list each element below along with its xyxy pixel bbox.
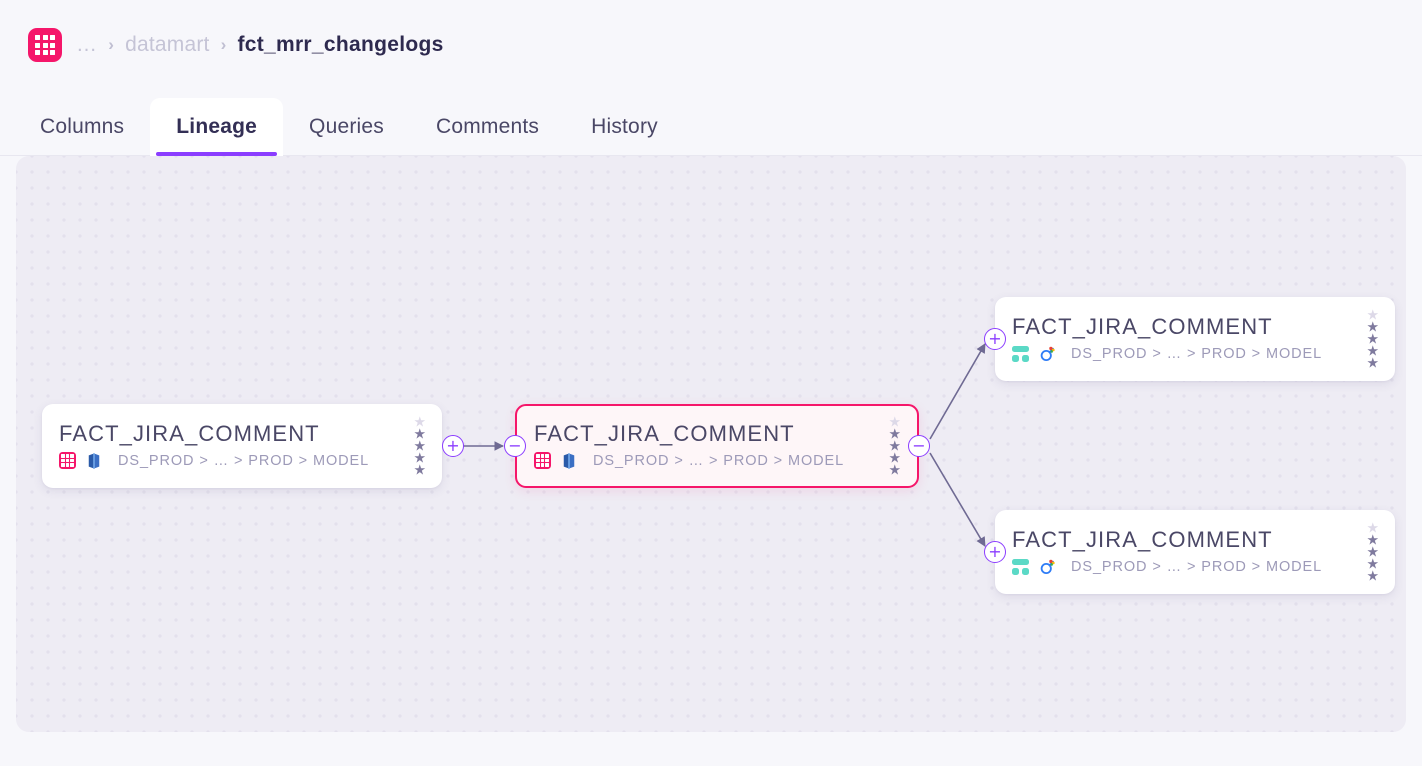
- lineage-node-downstream-1[interactable]: FACT_JIRA_COMMENT DS_PROD > … > PROD > M…: [995, 297, 1395, 381]
- edge-focus-to-downstream-1: [929, 343, 986, 440]
- lineage-node-focus[interactable]: FACT_JIRA_COMMENT DS_PROD > … > PROD > M…: [515, 404, 919, 488]
- app-header: … › datamart › fct_mrr_changelogs Column…: [0, 0, 1422, 156]
- node-meta: DS_PROD > … > PROD > MODEL: [534, 452, 901, 470]
- breadcrumb-separator-icon: ›: [108, 35, 115, 54]
- expand-handle-downstream-1-left[interactable]: +: [984, 328, 1006, 350]
- edge-focus-to-downstream-2: [929, 452, 986, 547]
- node-title: FACT_JIRA_COMMENT: [1012, 313, 1273, 339]
- breadcrumb-item-datamart[interactable]: datamart: [125, 33, 210, 56]
- node-path: DS_PROD > … > PROD > MODEL: [118, 452, 370, 469]
- page-title: fct_mrr_changelogs: [237, 33, 444, 56]
- lineage-node-downstream-2[interactable]: FACT_JIRA_COMMENT DS_PROD > … > PROD > M…: [995, 510, 1395, 594]
- node-meta: DS_PROD > … > PROD > MODEL: [1012, 345, 1379, 363]
- node-meta: DS_PROD > … > PROD > MODEL: [59, 452, 426, 470]
- expand-handle-upstream-1-right[interactable]: +: [442, 435, 464, 457]
- tab-columns[interactable]: Columns: [40, 115, 125, 138]
- looker-grid-icon: [1012, 345, 1029, 362]
- collapse-handle-focus-left[interactable]: −: [504, 435, 526, 457]
- node-rating-stars: ★★★★★: [1366, 519, 1379, 584]
- tab-comments[interactable]: Comments: [435, 115, 540, 138]
- lineage-canvas[interactable]: FACT_JIRA_COMMENT DS_PROD > … > PROD > M…: [16, 156, 1406, 732]
- looker-grid-icon: [1012, 558, 1029, 575]
- tab-lineage[interactable]: Lineage: [150, 98, 284, 156]
- tab-bar: Columns Lineage Queries Comments History: [0, 90, 1422, 156]
- collapse-handle-focus-right[interactable]: −: [908, 435, 930, 457]
- node-rating-stars: ★★★★★: [413, 413, 426, 478]
- node-title: FACT_JIRA_COMMENT: [1012, 526, 1273, 552]
- lineage-node-upstream-1[interactable]: FACT_JIRA_COMMENT DS_PROD > … > PROD > M…: [42, 404, 442, 488]
- node-path: DS_PROD > … > PROD > MODEL: [593, 452, 845, 469]
- redshift-icon: [88, 452, 100, 469]
- table-grid-icon: [534, 452, 551, 469]
- tab-history[interactable]: History: [591, 115, 658, 138]
- breadcrumb-row: … › datamart › fct_mrr_changelogs: [0, 0, 1422, 90]
- node-rating-stars: ★★★★★: [888, 413, 901, 478]
- breadcrumb: … › datamart › fct_mrr_changelogs: [76, 33, 444, 57]
- node-path: DS_PROD > … > PROD > MODEL: [1071, 558, 1323, 575]
- expand-handle-downstream-2-left[interactable]: +: [984, 541, 1006, 563]
- bigquery-icon: [1040, 346, 1055, 361]
- breadcrumb-ellipsis[interactable]: …: [76, 33, 98, 56]
- breadcrumb-separator-icon: ›: [220, 35, 227, 54]
- node-title: FACT_JIRA_COMMENT: [534, 420, 795, 446]
- redshift-icon: [563, 452, 575, 469]
- table-grid-icon: [59, 452, 76, 469]
- node-title: FACT_JIRA_COMMENT: [59, 420, 320, 446]
- table-grid-icon: [28, 28, 62, 62]
- bigquery-icon: [1040, 559, 1055, 574]
- node-meta: DS_PROD > … > PROD > MODEL: [1012, 558, 1379, 576]
- node-path: DS_PROD > … > PROD > MODEL: [1071, 345, 1323, 362]
- tab-queries[interactable]: Queries: [309, 115, 384, 138]
- node-rating-stars: ★★★★★: [1366, 306, 1379, 371]
